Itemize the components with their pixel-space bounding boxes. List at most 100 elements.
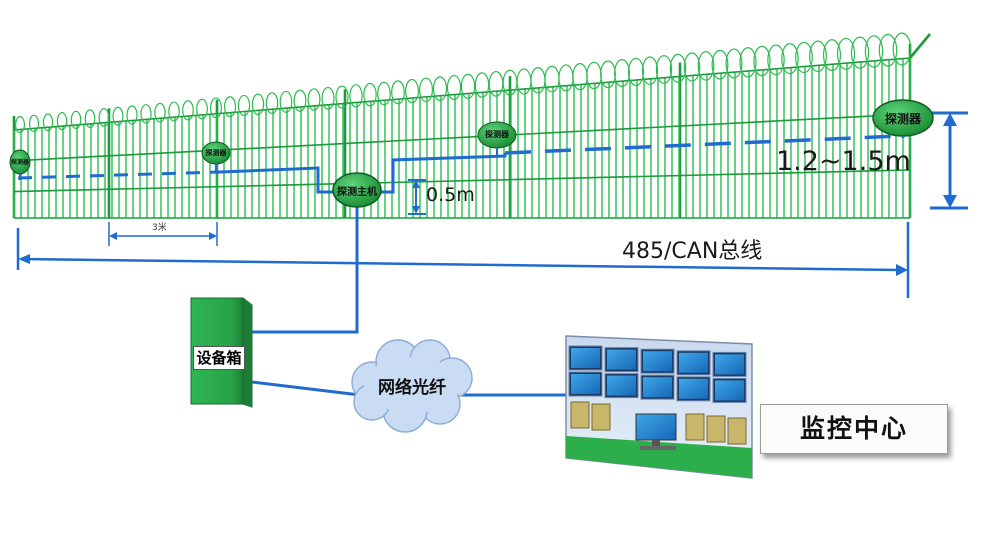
razor-coil: [307, 88, 321, 111]
razor-coil: [391, 80, 405, 105]
bus-dimension: [16, 222, 910, 298]
fence-wires: [13, 57, 911, 219]
razor-coil: [251, 93, 265, 116]
razor-coil: [154, 102, 166, 123]
razor-coil: [892, 32, 912, 66]
bus-label: 485/CAN总线: [622, 239, 763, 264]
detector-label: 探测器: [884, 112, 921, 126]
razor-coil: [405, 78, 419, 104]
detector-label: 探测器: [11, 159, 30, 166]
razor-coil: [474, 72, 490, 98]
razor-coil: [112, 106, 124, 126]
video-wall-screen-glass: [715, 380, 744, 401]
razor-coil: [84, 109, 96, 128]
razor-coil: [864, 35, 884, 68]
offset-label: 0.5m: [426, 184, 475, 206]
razor-coil: [140, 104, 152, 124]
equipment-box-label: 设备箱: [193, 346, 245, 370]
fence-rail: [13, 57, 911, 131]
razor-coil: [98, 108, 110, 127]
video-wall: [568, 345, 747, 403]
razor-coil: [28, 114, 40, 133]
box-to-network-cable: [251, 380, 361, 397]
height-dimension: [930, 111, 968, 210]
razor-coil: [683, 52, 701, 82]
video-wall-screen-glass: [607, 375, 636, 396]
razor-coil: [572, 63, 588, 91]
razor-coil: [600, 60, 616, 89]
server-rack-icon: [570, 401, 747, 445]
razor-coil: [655, 55, 673, 84]
razor-coil: [627, 57, 645, 87]
razor-coil: [781, 43, 799, 75]
razor-coil: [265, 92, 279, 114]
height-range-label: 1.2~1.5m: [776, 146, 911, 177]
razor-coil: [196, 98, 208, 120]
detector-pod: [872, 99, 934, 138]
razor-coil: [446, 74, 462, 101]
sensor-cable: [17, 134, 901, 194]
razor-coil: [14, 116, 26, 134]
host-pod: [332, 172, 382, 208]
razor-coil: [279, 90, 293, 113]
razor-coil: [641, 56, 659, 85]
razor-coil: [363, 82, 377, 107]
razor-coil: [516, 68, 532, 95]
razor-wire: [14, 32, 912, 134]
fence-rail: [13, 169, 911, 193]
fence-rail: [13, 113, 911, 162]
razor-coil: [530, 67, 546, 94]
razor-coil: [460, 73, 476, 99]
razor-coil: [878, 33, 898, 67]
razor-coil: [168, 101, 180, 122]
razor-coil: [711, 49, 729, 80]
razor-coil: [42, 113, 54, 132]
razor-coil: [70, 110, 82, 130]
razor-coil: [126, 105, 138, 125]
razor-coil: [753, 45, 771, 77]
detector-pod: [9, 149, 31, 180]
video-wall-screen-glass: [679, 378, 708, 399]
spacing-dimension: [108, 222, 218, 246]
razor-coil: [182, 100, 194, 121]
razor-coil: [349, 84, 363, 108]
fence-arm: [909, 33, 931, 59]
razor-coil: [697, 51, 715, 81]
razor-coil: [321, 86, 335, 110]
razor-coil: [558, 64, 574, 92]
video-wall-screen-glass: [571, 348, 600, 368]
razor-coil: [809, 40, 827, 73]
razor-coil: [210, 97, 222, 119]
video-wall-screen-glass: [571, 374, 600, 394]
detector-label: 探测器: [485, 130, 509, 139]
razor-coil: [335, 85, 349, 109]
razor-coil: [725, 48, 743, 79]
razor-coil: [850, 36, 870, 69]
video-wall-screen-glass: [715, 354, 744, 375]
razor-coil: [767, 44, 785, 76]
razor-coil: [669, 53, 687, 83]
workstation-icon: [635, 413, 677, 450]
razor-coil: [377, 81, 391, 106]
razor-coil: [223, 96, 237, 118]
razor-coil: [56, 112, 68, 131]
razor-coil: [586, 61, 602, 90]
detector-pod: [477, 121, 517, 156]
host-to-box-cable: [252, 195, 359, 334]
razor-coil: [293, 89, 307, 112]
razor-coil: [544, 65, 560, 93]
offset-dimension: [408, 179, 426, 215]
razor-coil: [795, 41, 813, 74]
razor-coil: [836, 37, 856, 70]
razor-coil: [237, 94, 251, 117]
razor-coil: [822, 39, 842, 71]
host-label: 探测主机: [337, 187, 377, 198]
monitor-center-label: 监控中心: [760, 404, 948, 454]
razor-coil: [418, 77, 434, 103]
video-wall-screen-glass: [643, 377, 672, 398]
monitor-center: [565, 335, 753, 479]
video-wall-screen-glass: [643, 351, 672, 372]
razor-coil: [739, 47, 757, 78]
